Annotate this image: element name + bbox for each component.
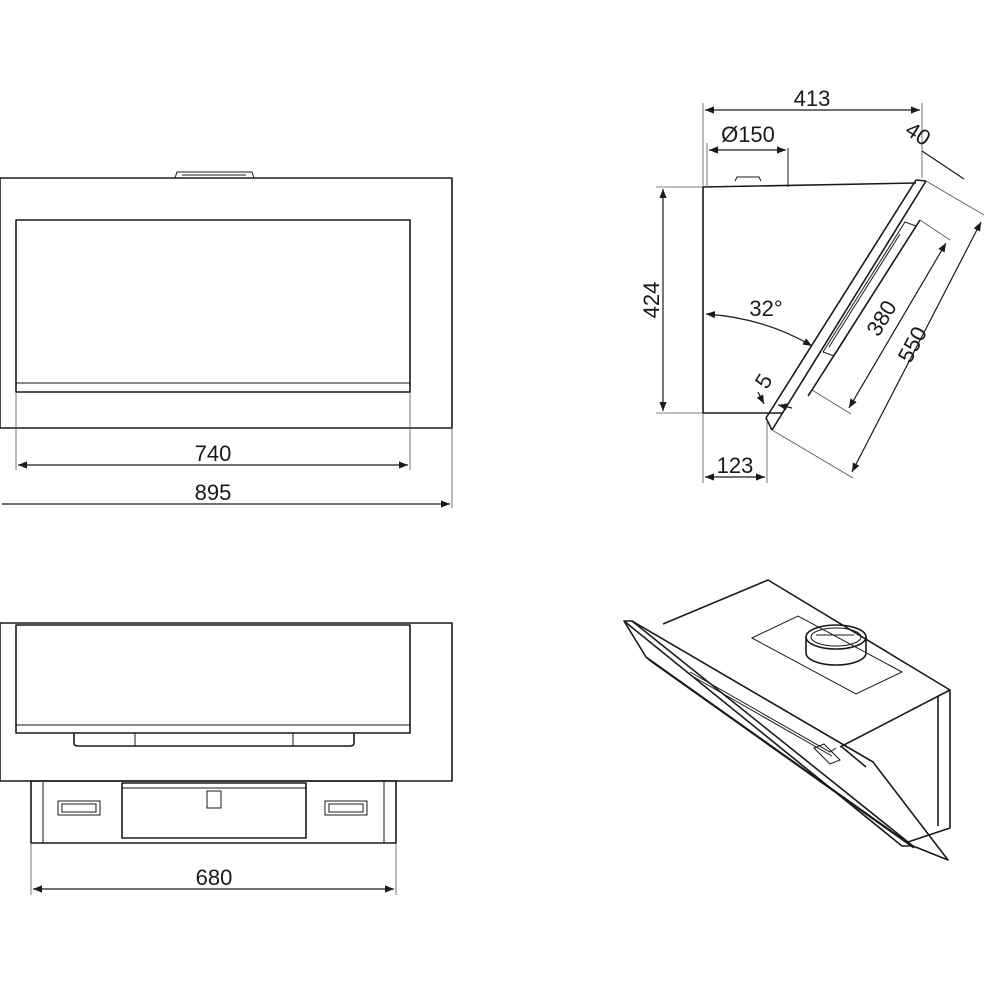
iso-glass-back (631, 620, 949, 861)
dim-front-total-width: 895 (195, 480, 232, 505)
dim-side-top-depth: 413 (794, 86, 831, 111)
iso-top-plate (750, 615, 904, 695)
dim-line-5-a (756, 391, 765, 405)
bottom-outer-glass (0, 622, 453, 782)
side-glass-front (765, 179, 917, 419)
bottom-view: 680 (0, 622, 453, 895)
dim-side-height: 424 (639, 282, 664, 319)
bottom-inner-panel (15, 624, 411, 734)
bottom-left-vent (57, 800, 101, 816)
dim-duct-diameter: Ø150 (721, 122, 775, 147)
iso-duct-outlet (805, 624, 867, 666)
bottom-motor-box (30, 780, 397, 844)
side-glass-back (771, 180, 927, 431)
iso-body-front-edge (839, 689, 951, 748)
dim-bottom-width: 680 (196, 865, 233, 890)
bottom-filter-rail (73, 733, 355, 747)
dim-tilt-angle: 32° (749, 296, 782, 321)
side-body-top (702, 182, 917, 188)
iso-filter-latch (813, 743, 841, 765)
dim-arc-angle (705, 311, 813, 347)
isometric-view (623, 579, 951, 861)
front-top-outlet (174, 171, 255, 179)
front-outer-glass (0, 177, 453, 429)
bottom-filter-cover (121, 782, 307, 839)
dim-glass-thickness: 5 (750, 369, 778, 393)
dim-line-550 (851, 221, 982, 473)
bottom-filter-latch (206, 790, 222, 809)
side-top-outlet (734, 176, 762, 182)
dim-front-inner-width: 740 (195, 441, 232, 466)
dim-glass-offset: 40 (901, 117, 935, 151)
front-view: 740 895 (0, 171, 453, 508)
dim-line-5-b (777, 403, 793, 411)
dim-line-40 (921, 150, 965, 180)
front-inner-panel (15, 219, 411, 393)
bottom-right-vent (324, 800, 368, 816)
side-filter-plate (811, 219, 921, 391)
iso-body-outline (662, 579, 951, 843)
iso-filter-slot (689, 671, 837, 753)
side-view: 413 Ø150 40 424 32° 5 123 380 (639, 86, 984, 483)
dim-bottom-depth: 123 (717, 453, 754, 478)
